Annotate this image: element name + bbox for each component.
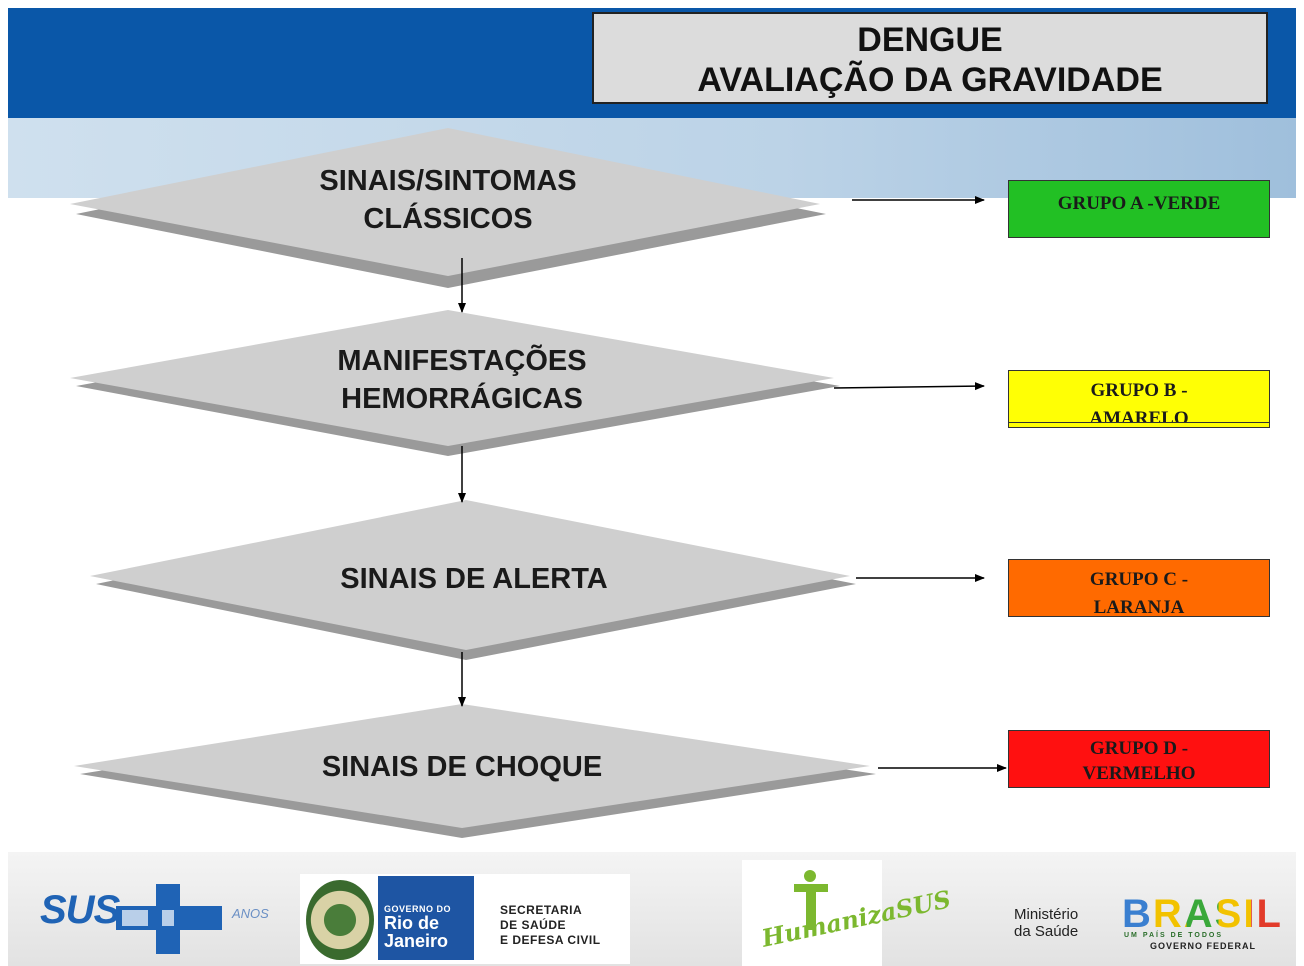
brasil-text: BRASIL xyxy=(1122,892,1283,936)
humanizasus-logo: HumanizaSUS xyxy=(742,860,953,966)
diamond-manifestacoes xyxy=(70,310,840,456)
group-c-box: GRUPO C - LARANJA xyxy=(1008,559,1270,617)
group-b-line-1: GRUPO B - xyxy=(1090,380,1188,401)
sus-logo: SUS xyxy=(40,888,120,933)
step-3-line-1: SINAIS DE ALERTA xyxy=(340,563,608,595)
group-d-line-2: VERMELHO xyxy=(1082,763,1196,784)
rj-name: Rio de Janeiro xyxy=(384,914,448,950)
rj-blue-panel: GOVERNO DO Rio de Janeiro xyxy=(378,876,474,960)
title-box: DENGUE AVALIAÇÃO DA GRAVIDADE xyxy=(592,12,1268,104)
brasil-governo-federal-logo: BRASIL UM PAÍS DE TODOS GOVERNO FEDERAL xyxy=(1120,894,1281,951)
sus-logo-text: SUS xyxy=(40,888,120,932)
step-4-label: SINAIS DE CHOQUE xyxy=(262,748,662,786)
step-3-label: SINAIS DE ALERTA xyxy=(274,560,674,598)
rj-sec-line-3: E DEFESA CIVIL xyxy=(500,933,601,947)
brasil-governo-federal: GOVERNO FEDERAL xyxy=(1150,941,1257,951)
group-a-box: GRUPO A -VERDE xyxy=(1008,180,1270,238)
humanizasus-figure-icon xyxy=(794,870,828,930)
rj-name-line-1: Rio de xyxy=(384,913,440,933)
sus-anos-label: ANOS xyxy=(232,906,269,921)
group-d-box: GRUPO D - VERMELHO xyxy=(1008,730,1270,788)
group-a-line-1: GRUPO A -VERDE xyxy=(1057,193,1221,214)
group-c-line-1: GRUPO C - xyxy=(1089,569,1189,590)
step-1-line-1: SINAIS/SINTOMAS xyxy=(319,165,577,197)
step-2-line-1: MANIFESTAÇÕES xyxy=(337,345,587,377)
group-b-line-2: AMARELO xyxy=(1009,405,1269,423)
brasil-word: BRASIL xyxy=(1122,894,1283,934)
sus-20-logo xyxy=(116,884,222,954)
step-2-label: MANIFESTAÇÕES HEMORRÁGICAS xyxy=(262,342,662,418)
diamond-sinais-alerta xyxy=(90,500,856,660)
ministerio-line-1: Ministério xyxy=(1014,906,1079,923)
diamond-sinais-sintomas xyxy=(70,128,826,288)
footer-band xyxy=(8,852,1296,966)
rj-sec-line-1: SECRETARIA xyxy=(500,903,583,917)
rj-coat-of-arms-icon xyxy=(306,880,374,960)
rj-secretaria-label: SECRETARIA DE SAÚDE E DEFESA CIVIL xyxy=(500,903,601,948)
step-4-line-1: SINAIS DE CHOQUE xyxy=(321,751,603,783)
diamond-sinais-choque xyxy=(74,704,876,838)
rj-governo-label: GOVERNO DO xyxy=(384,904,452,914)
ministerio-line-2: da Saúde xyxy=(1014,923,1079,940)
title-line-2: AVALIAÇÃO DA GRAVIDADE xyxy=(697,61,1163,99)
ministerio-da-saude-label: Ministério da Saúde xyxy=(1014,906,1078,940)
rj-name-line-2: Janeiro xyxy=(384,931,449,951)
step-1-label: SINAIS/SINTOMAS CLÁSSICOS xyxy=(248,162,648,238)
group-d-line-1: GRUPO D - xyxy=(1089,738,1189,759)
group-c-line-2: LARANJA xyxy=(1093,597,1185,613)
arrow-right-b xyxy=(833,382,985,391)
step-2-line-2: HEMORRÁGICAS xyxy=(341,383,583,415)
group-b-box: GRUPO B - AMARELO xyxy=(1008,370,1270,428)
rj-sec-line-2: DE SAÚDE xyxy=(500,918,567,932)
step-1-line-2: CLÁSSICOS xyxy=(363,203,533,235)
title-line-1: DENGUE xyxy=(857,21,1003,59)
brasil-tagline: UM PAÍS DE TODOS xyxy=(1124,932,1224,939)
